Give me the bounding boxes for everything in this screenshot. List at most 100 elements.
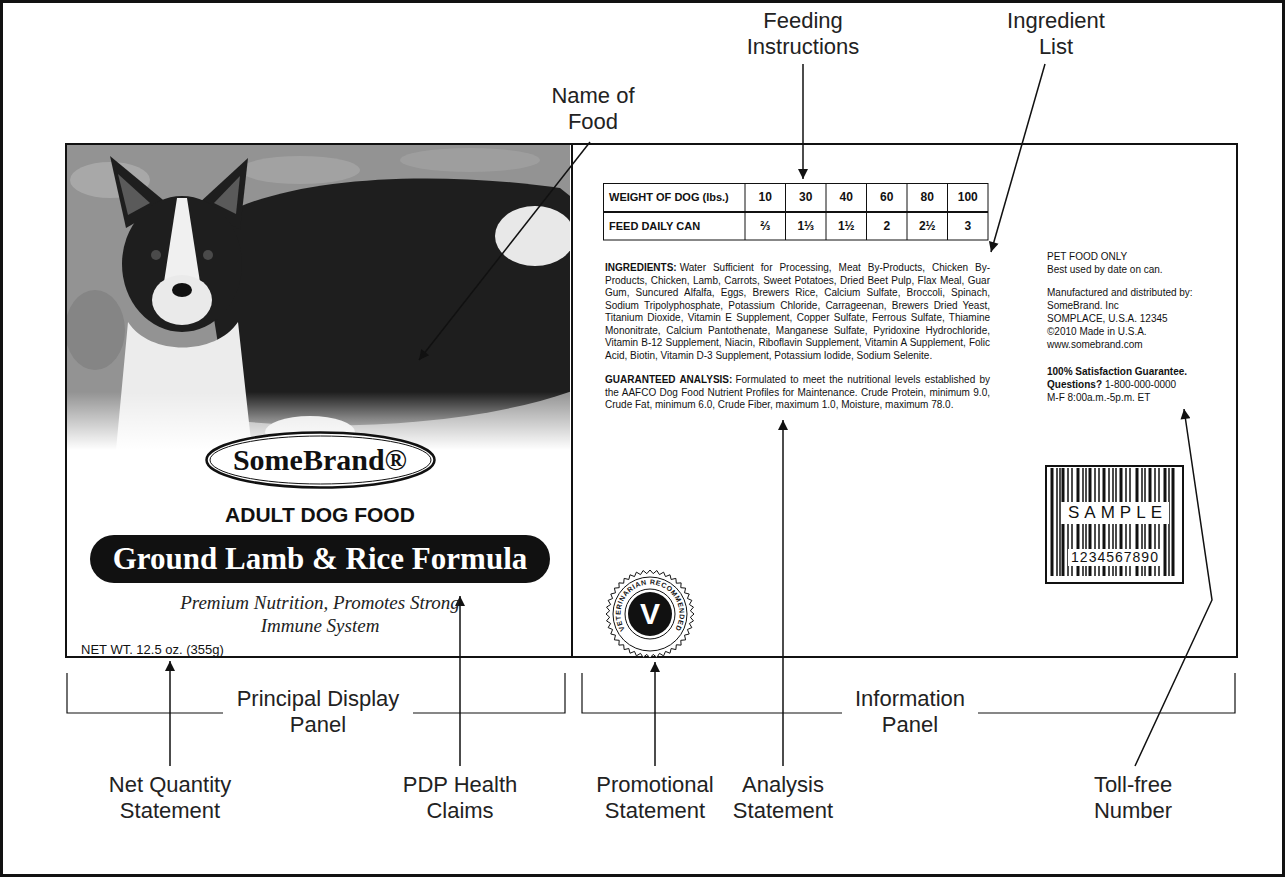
leader-line: [459, 596, 461, 766]
dog-muzzle: [152, 275, 212, 325]
brand-name: SomeBrand®: [205, 443, 436, 477]
dog-inner-ear: [214, 176, 240, 214]
product-type: ADULT DOG FOOD: [225, 502, 415, 527]
seal-graphic: [606, 570, 694, 658]
barcode-digits: 1234567890: [1068, 549, 1162, 566]
brand-logo: SomeBrand®: [205, 431, 436, 489]
leader-line: [991, 64, 1045, 252]
barcode-bar: [1057, 468, 1169, 576]
seal-ring: [625, 589, 675, 639]
table-cell: 2½: [907, 212, 948, 240]
logo-oval-inner: [210, 436, 431, 484]
table-border: [604, 184, 989, 241]
panel-name: Principal Display Panel: [223, 686, 413, 738]
table-rule: [785, 183, 786, 240]
dog-nose: [172, 283, 192, 297]
info-line: ©2010 Made in U.S.A.: [1047, 326, 1147, 337]
guaranteed-analysis: GUARANTEED ANALYSIS:: [605, 374, 732, 385]
seal-letter: V: [606, 598, 694, 630]
info-line: ©2010 Made in U.S.A.: [1047, 325, 1147, 338]
seal-letter: V: [640, 597, 660, 630]
logo-oval: [206, 433, 434, 488]
dog-head: [122, 196, 242, 332]
info-line: SomeBrand. Inc: [1047, 300, 1119, 311]
info-line: M-F 8:00a.m.-5p.m. ET: [1047, 392, 1150, 403]
grass-patch: [240, 156, 360, 184]
callout-label: Promotional Statement: [589, 772, 721, 824]
dog-photo: [67, 145, 570, 450]
table-cell: FEED DAILY CAN: [603, 212, 745, 240]
table-cell: 40: [826, 183, 867, 212]
info-line: www.somebrand.com: [1047, 339, 1143, 350]
callout-label: Analysis Statement: [727, 772, 839, 824]
dog-body: [200, 178, 570, 425]
ingredient-list: Water Sufficient for Processing, Meat By…: [605, 262, 990, 361]
table-cell: 60: [867, 183, 908, 212]
table-cell: 30: [786, 183, 827, 212]
dog-eye: [203, 250, 213, 260]
table-rule: [745, 183, 746, 240]
table-cell: 1½: [826, 212, 867, 240]
guarantee-line: 100% Satisfaction Guarantee.: [1047, 366, 1187, 377]
callout-label: Name of Food: [541, 83, 645, 135]
food-name: Ground Lamb & Rice Formula: [90, 541, 550, 577]
food-name: Ground Lamb & Rice Formula: [113, 541, 528, 576]
table-cell: 100: [948, 183, 989, 212]
toll-free-number: 1-800-000-0000: [1105, 379, 1176, 390]
leader-line: [419, 142, 590, 360]
info-line: PET FOOD ONLY: [1047, 251, 1127, 262]
product-type: ADULT DOG FOOD: [225, 503, 415, 526]
table-cell: 1⅓: [786, 212, 827, 240]
info-line: www.somebrand.com: [1047, 338, 1143, 351]
leader-line: [169, 661, 171, 766]
info-line: SOMPLACE, U.S.A. 12345: [1047, 312, 1168, 325]
callout-label: Net Quantity Statement: [100, 772, 240, 824]
callout-label: PDP Health Claims: [395, 772, 525, 824]
table-rule: [826, 183, 827, 240]
ingredient-list: INGREDIENTS:: [605, 262, 677, 273]
panel-name: Information Panel: [842, 686, 978, 738]
barcode-box: SAMPLE 1234567890: [1045, 465, 1184, 584]
callout-label: Feeding Instructions: [738, 8, 868, 60]
barcode-sample: SAMPLE: [1068, 503, 1167, 522]
seal-starburst: [606, 570, 694, 658]
info-line: SomeBrand. Inc: [1047, 299, 1119, 312]
info-line: PET FOOD ONLY: [1047, 250, 1127, 263]
leader-line: [1135, 409, 1212, 766]
dog-eye: [151, 250, 161, 260]
brand-name: SomeBrand®: [233, 443, 407, 476]
feeding-table-grid: [603, 183, 988, 240]
seal-text: VETERINARIAN RECOMMENDED: [614, 578, 685, 632]
grass-patch: [67, 290, 125, 370]
table-rule: [866, 183, 867, 240]
table-cell: 3: [948, 212, 989, 240]
principal-display-panel: SomeBrand® Ground Lamb & Rice Formula ADUL…: [65, 143, 573, 658]
health-claim: Premium Nutrition, Promotes Strong Immun…: [180, 591, 460, 637]
table-cell: 80: [907, 183, 948, 212]
barcode-bars: [1052, 468, 1173, 576]
info-line: M-F 8:00a.m.-5p.m. ET: [1047, 391, 1150, 404]
info-line: Best used by date on can.: [1047, 264, 1163, 275]
leader-lines: [170, 64, 1212, 766]
callout-label: Toll-free Number: [1081, 772, 1185, 824]
food-name-banner: Ground Lamb & Rice Formula: [90, 535, 550, 583]
info-line: Manufactured and distributed by:: [1047, 286, 1193, 299]
net-quantity: NET WT. 12.5 oz. (355g): [81, 642, 224, 657]
table-rule: [947, 183, 948, 240]
leader-line: [802, 64, 804, 179]
seal-ring: [613, 577, 687, 651]
barcode-bar: [1052, 468, 1173, 576]
guarantee-line: 100% Satisfaction Guarantee.: [1047, 365, 1190, 378]
toll-free-number: Questions?: [1047, 379, 1102, 390]
toll-free-number: Questions?1-800-000-0000: [1047, 378, 1176, 391]
leader-line: [654, 662, 656, 766]
info-line: SOMPLACE, U.S.A. 12345: [1047, 313, 1168, 324]
leader-line: [782, 420, 784, 766]
dog-blaze: [164, 198, 200, 282]
barcode-sample: SAMPLE: [1061, 502, 1169, 524]
table-cell: ⅔: [745, 212, 786, 240]
table-cell: 10: [745, 183, 786, 212]
